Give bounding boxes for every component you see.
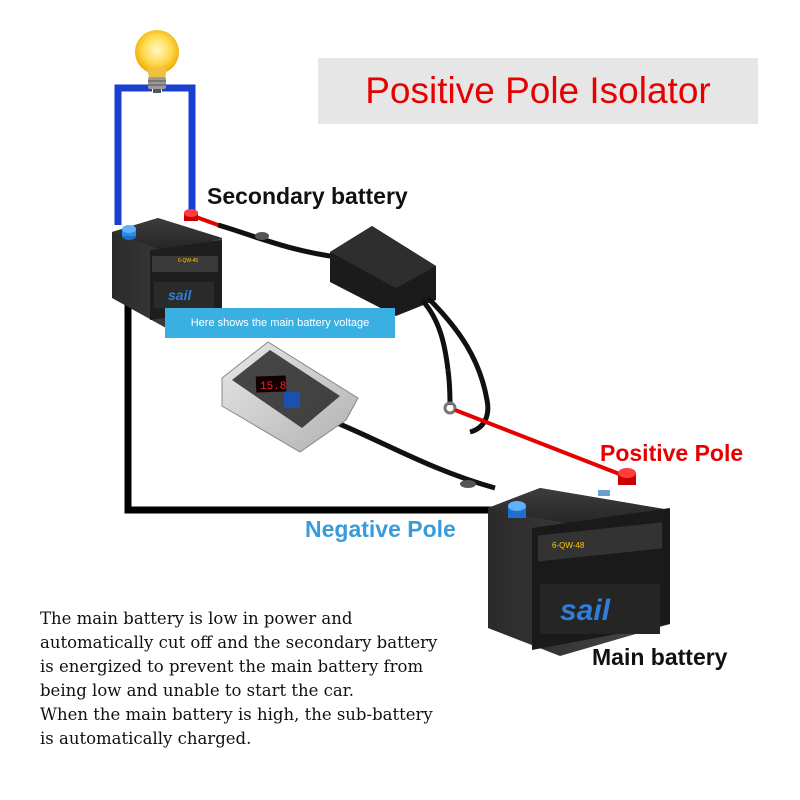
voltmeter-display: 15.8 xyxy=(260,381,286,393)
main-battery-caption: Main battery xyxy=(592,644,728,670)
isolator-module-icon xyxy=(330,226,491,435)
voltmeter-icon: 15.8 xyxy=(221,341,496,491)
page-title: Positive Pole Isolator xyxy=(365,70,711,111)
light-bulb-icon xyxy=(135,30,179,93)
voltage-note: Here shows the main battery voltage xyxy=(165,308,395,338)
description-line: being low and unable to start the car. xyxy=(40,681,354,700)
secondary-positive-terminal xyxy=(184,209,198,221)
positive-pole-caption: Positive Pole xyxy=(600,440,744,466)
secondary-battery-caption: Secondary battery xyxy=(207,183,408,209)
secondary-battery-icon: 6-QW-45 sail xyxy=(112,209,222,328)
bulb-wires xyxy=(114,84,196,225)
secondary-battery-brand: sail xyxy=(168,287,192,303)
description-line: automatically cut off and the secondary … xyxy=(40,633,438,652)
main-battery-icon: 6-QW-48 sail xyxy=(488,468,670,656)
title-banner: Positive Pole Isolator xyxy=(318,58,758,124)
main-battery-brand: sail xyxy=(560,594,611,627)
description-line: The main battery is low in power and xyxy=(40,609,353,628)
main-battery-label: 6-QW-48 xyxy=(552,541,585,550)
main-positive-terminal xyxy=(618,468,636,485)
main-negative-terminal xyxy=(508,501,526,518)
main-positive-wire xyxy=(454,408,623,477)
secondary-positive-wire xyxy=(195,215,346,261)
description-line: is automatically charged. xyxy=(40,729,252,748)
description-text: The main battery is low in power and aut… xyxy=(40,607,510,751)
secondary-negative-terminal xyxy=(122,225,136,240)
negative-wire xyxy=(124,238,498,514)
description-line: is energized to prevent the main battery… xyxy=(40,657,424,676)
secondary-battery-label: 6-QW-45 xyxy=(178,258,198,264)
description-line: When the main battery is high, the sub-b… xyxy=(40,705,433,724)
negative-pole-caption: Negative Pole xyxy=(305,516,456,542)
